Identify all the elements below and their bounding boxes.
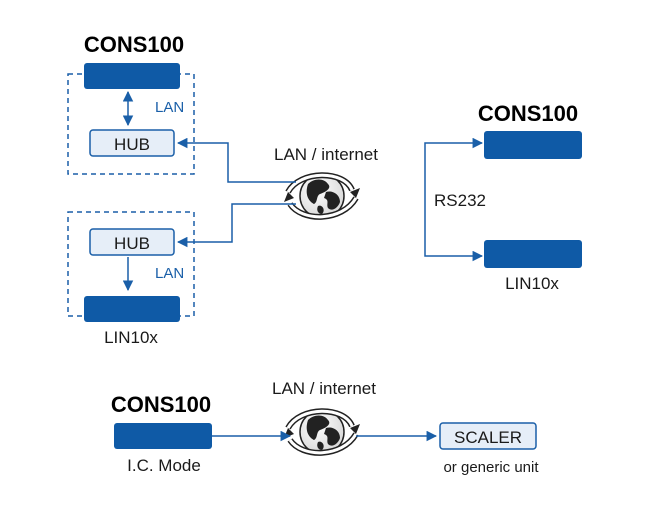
rs232-link <box>424 137 484 262</box>
cons100-device-block <box>84 63 180 89</box>
hub-label-1: HUB <box>114 135 150 154</box>
scaler-box <box>439 422 537 450</box>
lan-label-2: LAN <box>155 265 184 282</box>
lin10x-device-right <box>484 240 582 268</box>
bottom-title: CONS100 <box>111 392 211 417</box>
top-left-title: CONS100 <box>84 32 184 57</box>
rs232-label: RS232 <box>434 191 486 210</box>
lin10x-label-right: LIN10x <box>505 274 559 293</box>
right-title: CONS100 <box>478 101 578 126</box>
hub-box-2 <box>89 228 175 256</box>
link-to-hub-2 <box>176 203 296 248</box>
scaler-label: SCALER <box>454 428 522 447</box>
generic-unit-label: or generic unit <box>443 459 539 476</box>
network-label-bottom: LAN / internet <box>272 379 376 398</box>
globe-icon <box>284 174 360 218</box>
lin10x-device-block <box>84 296 180 322</box>
lan-label-1: LAN <box>155 99 184 116</box>
lin10x-label-left: LIN10x <box>104 328 158 347</box>
ic-mode-label: I.C. Mode <box>127 456 201 475</box>
globe-icon <box>284 410 360 454</box>
link-to-hub-1 <box>176 137 296 183</box>
cons100-device-right <box>484 131 582 159</box>
cons100-device-bottom <box>114 423 212 449</box>
hub-box-1 <box>89 129 175 157</box>
hub-label-2: HUB <box>114 234 150 253</box>
rs232-label-bg <box>428 188 492 212</box>
network-label-top: LAN / internet <box>274 145 378 164</box>
